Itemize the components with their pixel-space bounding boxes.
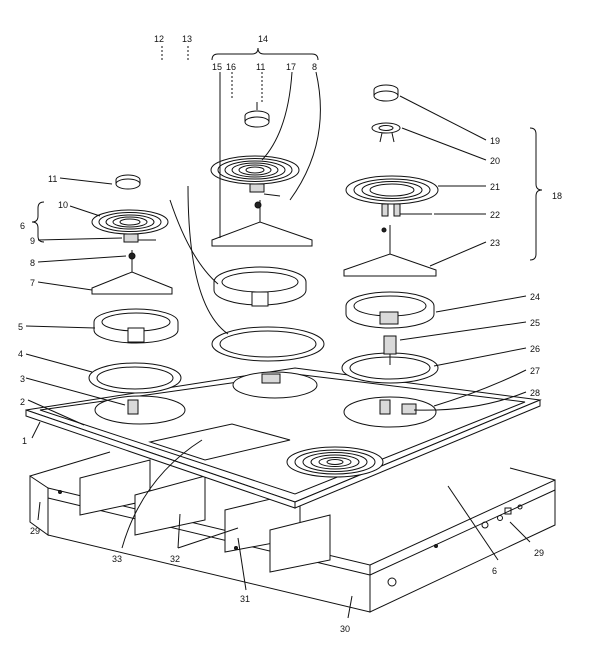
callout-5: 5 [18,322,23,332]
drip-pans [93,266,435,344]
callout-30: 30 [340,624,350,634]
callout-29-left: 29 [30,526,40,536]
callout-11-top: 11 [256,62,265,72]
callout-24: 24 [530,292,540,302]
callout-32: 32 [170,554,180,564]
callout-25: 25 [530,318,540,328]
coil-elements [91,155,439,260]
callout-9: 9 [30,236,35,246]
callout-13: 13 [182,34,192,44]
callout-8-left: 8 [30,258,35,268]
trim-rings [88,326,439,394]
cooktop-plate [25,367,542,509]
callout-11-left: 11 [48,174,57,184]
callout-2: 2 [20,397,25,407]
callout-4: 4 [18,349,23,359]
callout-28: 28 [530,388,540,398]
hardware [115,84,401,190]
coil-rear-right [345,175,439,233]
callout-16: 16 [226,62,236,72]
callout-7: 7 [30,278,35,288]
callout-14: 14 [258,34,268,44]
callout-3: 3 [20,374,25,384]
callout-31: 31 [240,594,250,604]
callout-6-left: 6 [20,221,25,231]
leader-lines [25,46,531,619]
callout-labels: 1 2 3 4 5 6 7 8 9 10 11 12 13 14 15 16 1… [18,34,562,634]
callout-8-top: 8 [312,62,317,72]
callout-18: 18 [552,191,562,201]
coil-rear-left [210,155,300,209]
callout-22: 22 [490,210,500,220]
coil-left [91,209,169,260]
burner-supports [91,200,437,295]
callout-23: 23 [490,238,500,248]
callout-33: 33 [112,554,122,564]
callout-15: 15 [212,62,222,72]
callout-12: 12 [154,34,164,44]
callout-19: 19 [490,136,500,146]
callout-20: 20 [490,156,500,166]
chassis-box [29,451,556,613]
callout-27: 27 [530,366,540,376]
callout-26: 26 [530,344,540,354]
callout-17: 17 [286,62,296,72]
callout-21: 21 [490,182,500,192]
callout-10: 10 [58,200,68,210]
callout-29-right: 29 [534,548,544,558]
callout-1: 1 [22,436,27,446]
callout-6-right: 6 [492,566,497,576]
group-braces [31,47,543,261]
